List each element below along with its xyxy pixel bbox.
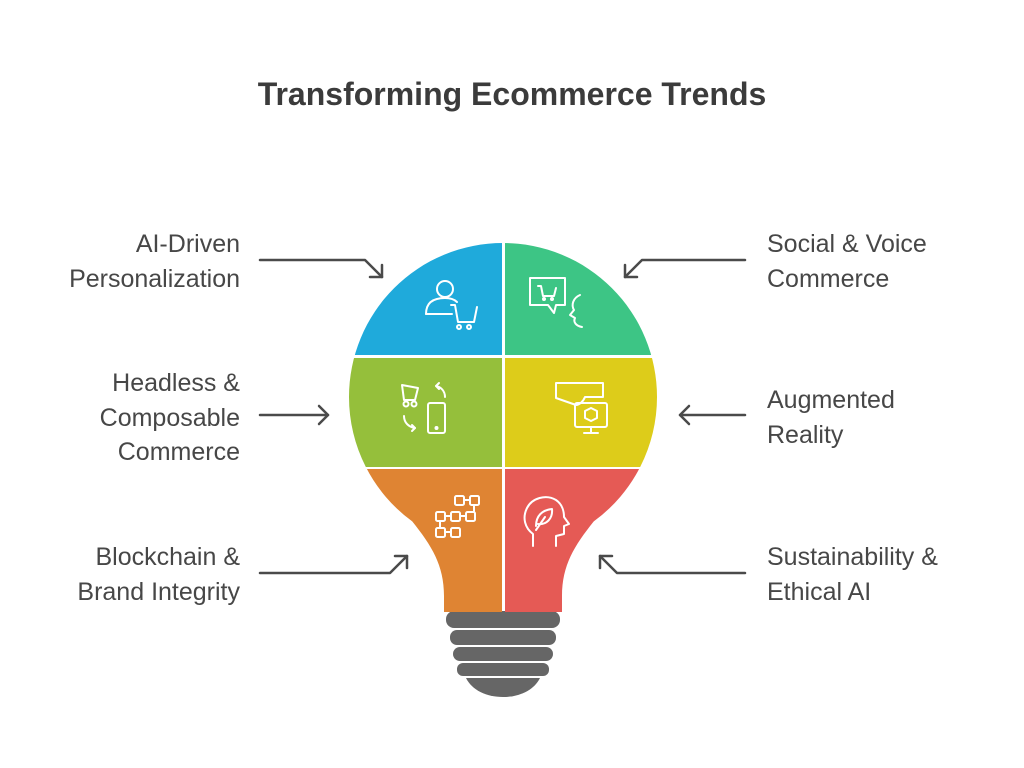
bulb-screw-base	[446, 611, 560, 697]
arrow-social-voice	[623, 258, 747, 279]
arrow-headless	[258, 404, 330, 426]
label-line: AI-Driven	[135, 230, 240, 258]
arrow-augmented	[678, 404, 747, 426]
arrow-ai-driven	[258, 258, 384, 279]
label-line: Social & Voice	[767, 230, 927, 258]
segment-headless	[349, 358, 502, 467]
label-line: Ethical AI	[767, 577, 872, 606]
cart-phone-sync-icon	[401, 382, 446, 434]
segment-blockchain	[349, 469, 502, 612]
arrow-sustainability	[598, 554, 747, 575]
blockchain-blocks-icon	[435, 495, 480, 538]
label-sustainability-ethical-ai: Sustainability & Ethical AI	[767, 540, 938, 609]
label-line: Commerce	[117, 438, 240, 466]
label-blockchain-brand-integrity: Blockchain & Brand Integrity	[77, 540, 240, 609]
segment-augmented	[505, 358, 657, 467]
label-headless-composable-commerce: Headless & Composable Commerce	[100, 366, 240, 470]
label-line: Commerce	[767, 264, 890, 293]
label-social-voice-commerce: Social & Voice Commerce	[767, 227, 927, 296]
segment-sustainability	[505, 469, 657, 612]
label-line: Brand Integrity	[77, 577, 240, 606]
label-line: Personalization	[69, 264, 240, 293]
label-line: Reality	[767, 420, 844, 449]
label-line: Headless &	[112, 369, 240, 397]
label-line: Composable	[99, 403, 240, 432]
head-leaf-icon	[523, 496, 570, 547]
label-line: Sustainability &	[767, 543, 938, 571]
segment-ai-driven	[349, 243, 502, 355]
person-cart-icon	[425, 280, 478, 330]
diagram-title: Transforming Ecommerce Trends	[257, 76, 767, 112]
chat-cart-voice-icon	[529, 277, 583, 328]
arrow-blockchain	[258, 554, 409, 575]
label-ai-driven-personalization: AI-Driven Personalization	[69, 227, 240, 296]
label-line: Blockchain &	[95, 543, 240, 571]
vr-headset-icon	[555, 382, 608, 434]
label-line: Augmented	[767, 386, 895, 414]
label-augmented-reality: Augmented Reality	[767, 383, 895, 452]
